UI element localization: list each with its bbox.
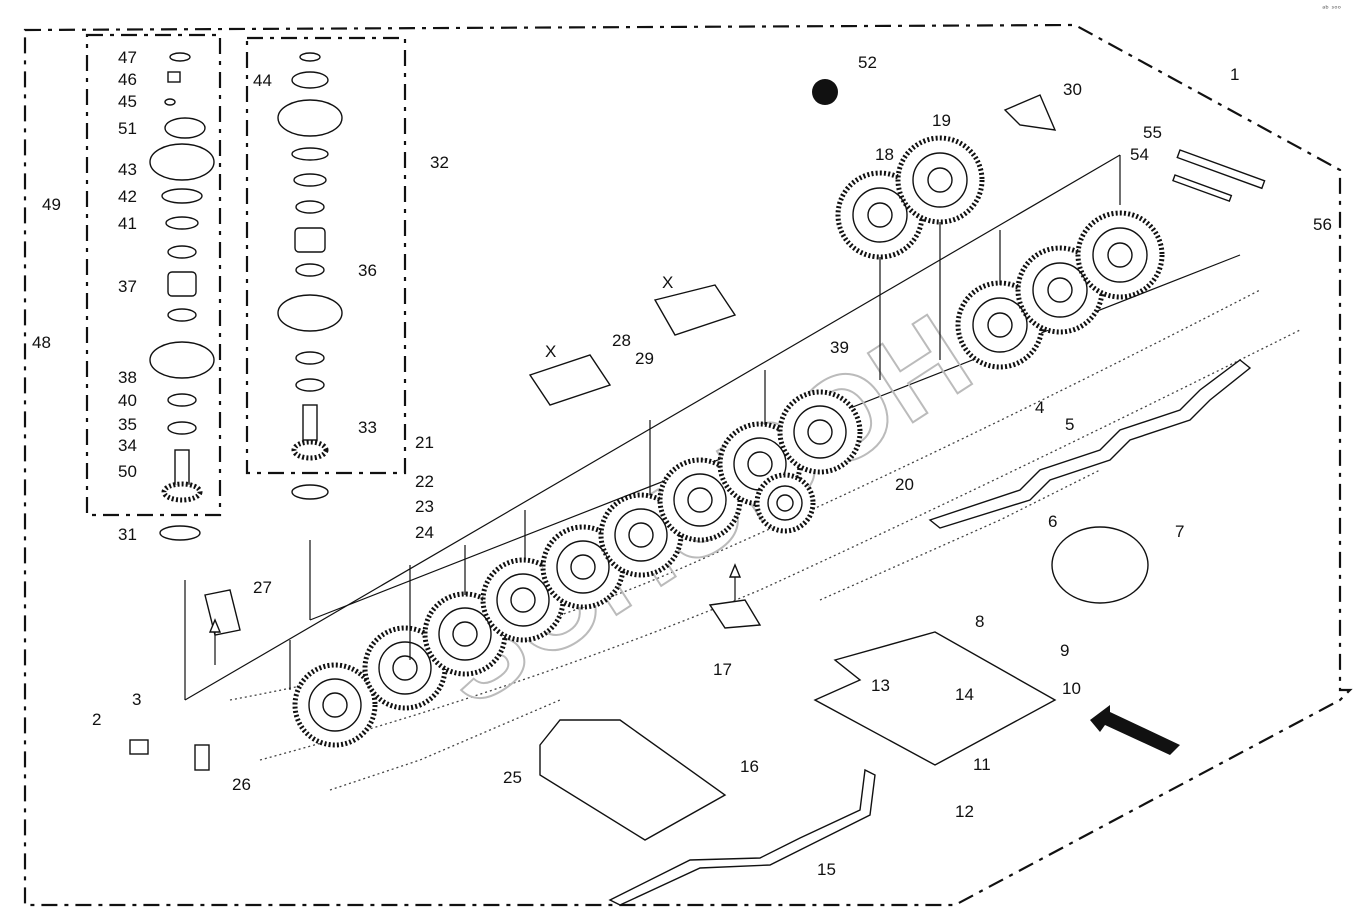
callout-label: 31 bbox=[118, 525, 137, 544]
callout-label: 26 bbox=[232, 775, 251, 794]
callout-label: 16 bbox=[740, 757, 759, 776]
callout-label: 22 bbox=[415, 472, 434, 491]
callout-label: 44 bbox=[253, 71, 272, 90]
callout-label: 7 bbox=[1175, 522, 1184, 541]
callout-label: 10 bbox=[1062, 679, 1081, 698]
corner-mark: ᵃᵇ ˢᵒᵒ bbox=[1322, 4, 1341, 13]
callout-label: 15 bbox=[817, 860, 836, 879]
strip-55 bbox=[1176, 149, 1266, 190]
gear bbox=[754, 472, 816, 534]
callout-label: 51 bbox=[118, 119, 137, 138]
shield-29 bbox=[653, 284, 737, 336]
seal-strip-15 bbox=[608, 768, 876, 906]
bolt-2 bbox=[129, 739, 149, 755]
callout-label: 30 bbox=[1063, 80, 1082, 99]
deflector-30 bbox=[1003, 94, 1057, 131]
marker-x: X bbox=[545, 342, 556, 361]
callout-label: 47 bbox=[118, 48, 137, 67]
assembly-boundary bbox=[23, 23, 1353, 907]
callout-label: 27 bbox=[253, 578, 272, 597]
callout-label: 20 bbox=[895, 475, 914, 494]
callout-label: 41 bbox=[118, 214, 137, 233]
cover-plate-16 bbox=[539, 719, 727, 841]
leader-lines bbox=[289, 222, 1001, 690]
callout-label: 37 bbox=[118, 277, 137, 296]
callout-label: 2 bbox=[92, 710, 101, 729]
callout-label: 49 bbox=[42, 195, 61, 214]
callout-label: 19 bbox=[932, 111, 951, 130]
callout-labels: 1 2 3 4 5 6 7 8 9 10 11 12 13 14 15 16 1… bbox=[32, 48, 1332, 879]
callout-label: 32 bbox=[430, 153, 449, 172]
seal-strip-6 bbox=[928, 359, 1252, 529]
callout-label: 42 bbox=[118, 187, 137, 206]
gear bbox=[1075, 210, 1165, 300]
callout-label: 54 bbox=[1130, 145, 1149, 164]
callout-label: 40 bbox=[118, 391, 137, 410]
callout-label: 5 bbox=[1065, 415, 1074, 434]
callout-label: 4 bbox=[1035, 398, 1044, 417]
callout-label: 43 bbox=[118, 160, 137, 179]
callout-label: 14 bbox=[955, 685, 974, 704]
inset-box-right bbox=[245, 36, 407, 475]
callout-label: 18 bbox=[875, 145, 894, 164]
callout-label: 38 bbox=[118, 368, 137, 387]
gear bbox=[777, 389, 863, 475]
callout-label: 24 bbox=[415, 523, 434, 542]
callout-label: 23 bbox=[415, 497, 434, 516]
callout-label: 35 bbox=[118, 415, 137, 434]
travel-direction-arrow bbox=[1090, 705, 1180, 755]
callout-label: 39 bbox=[830, 338, 849, 357]
callout-label: 36 bbox=[358, 261, 377, 280]
callout-label: 55 bbox=[1143, 123, 1162, 142]
cover-plate-8 bbox=[813, 631, 1057, 766]
callout-label: 13 bbox=[871, 676, 890, 695]
callout-label: 56 bbox=[1313, 215, 1332, 234]
bracket-27 bbox=[204, 589, 241, 636]
callout-label: 48 bbox=[32, 333, 51, 352]
callout-label: 1 bbox=[1230, 65, 1239, 84]
strip-54 bbox=[1172, 174, 1233, 203]
gear bbox=[657, 457, 743, 543]
gear bbox=[895, 135, 985, 225]
callout-label: 8 bbox=[975, 612, 984, 631]
gear-train bbox=[292, 135, 1165, 748]
left-inset-parts bbox=[149, 52, 215, 541]
inset-box-left bbox=[85, 33, 222, 517]
callout-label: 3 bbox=[132, 690, 141, 709]
callout-label: 33 bbox=[358, 418, 377, 437]
callout-label: 6 bbox=[1048, 512, 1057, 531]
callout-label: 21 bbox=[415, 433, 434, 452]
gear bbox=[292, 662, 378, 748]
direction-arrows bbox=[208, 563, 1180, 755]
part-52-dot bbox=[812, 79, 838, 105]
callout-label: 17 bbox=[713, 660, 732, 679]
gasket-7 bbox=[1051, 526, 1149, 604]
callout-label: 52 bbox=[858, 53, 877, 72]
callout-label: 34 bbox=[118, 436, 137, 455]
callout-label: 11 bbox=[973, 755, 991, 774]
callout-label: 28 bbox=[612, 331, 631, 350]
callout-label: 9 bbox=[1060, 641, 1069, 660]
callout-label: 12 bbox=[955, 802, 974, 821]
plug-26 bbox=[194, 744, 210, 771]
bracket-17 bbox=[708, 599, 762, 629]
shield-28 bbox=[528, 354, 612, 406]
callout-label: 25 bbox=[503, 768, 522, 787]
right-inset-parts bbox=[277, 52, 343, 500]
callout-label: 50 bbox=[118, 462, 137, 481]
marker-x: X bbox=[662, 273, 673, 292]
callout-label: 29 bbox=[635, 349, 654, 368]
callout-label: 45 bbox=[118, 92, 137, 111]
callout-label: 46 bbox=[118, 70, 137, 89]
